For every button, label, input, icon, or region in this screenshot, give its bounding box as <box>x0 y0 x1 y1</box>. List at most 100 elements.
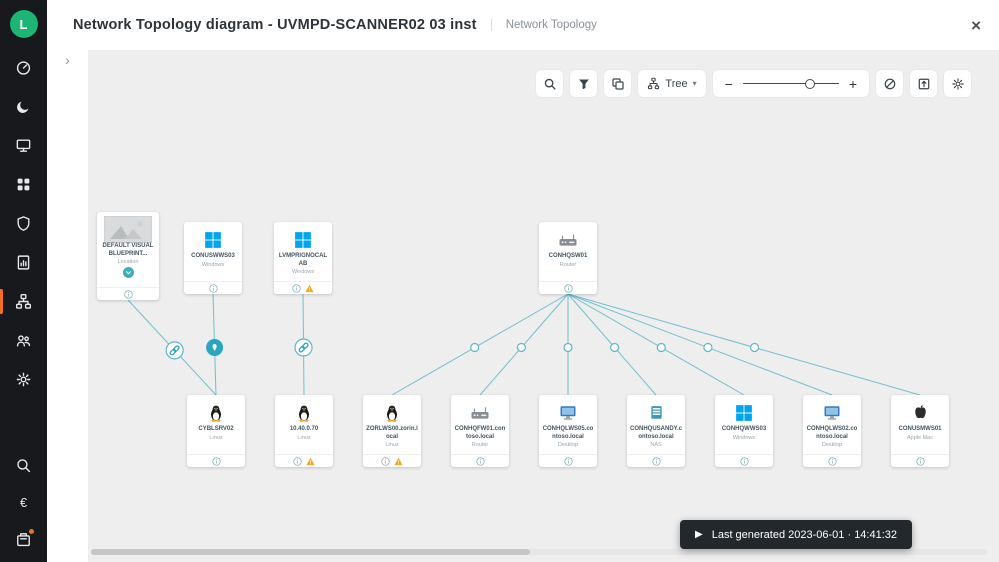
node-name: ZORLWS00.zorin.local <box>366 426 418 440</box>
export-icon <box>918 78 929 89</box>
windows-icon <box>294 229 312 250</box>
edge-badge-dot[interactable] <box>470 342 480 353</box>
topology-canvas[interactable]: Tree ▾ − + <box>88 50 999 562</box>
sidebar-item-search[interactable] <box>0 457 47 474</box>
node-footer <box>539 281 597 294</box>
info-icon[interactable] <box>293 456 302 466</box>
warning-icon[interactable] <box>394 457 403 466</box>
expand-panel-button[interactable]: › <box>58 50 78 70</box>
settings-button[interactable] <box>944 70 971 97</box>
close-button[interactable]: × <box>971 15 981 35</box>
export-button[interactable] <box>910 70 937 97</box>
chevron-down-icon: ▾ <box>692 79 697 88</box>
edge-badge-link[interactable] <box>294 338 313 357</box>
edge-badge-dot[interactable] <box>516 342 526 353</box>
node-name: CONHQSW01 <box>548 253 588 259</box>
sidebar-item-moon[interactable] <box>0 87 47 126</box>
desktop-icon <box>823 402 841 423</box>
sidebar-item-currency-euro[interactable]: € <box>0 494 47 511</box>
info-icon[interactable] <box>739 456 749 466</box>
expand-node-icon[interactable] <box>122 267 134 278</box>
search-icon <box>15 457 32 474</box>
sidebar-item-shield[interactable] <box>0 204 47 243</box>
edge-conhqsw01-zorlws00 <box>391 293 569 396</box>
info-icon[interactable] <box>381 456 390 466</box>
sidebar-item-display[interactable] <box>0 126 47 165</box>
info-icon[interactable] <box>211 456 221 466</box>
topology-node-blueprint[interactable]: DEFAULT VISUAL BLUEPRINT...Location <box>97 212 159 300</box>
layout-select-value: Tree <box>665 77 688 90</box>
edge-badge-dot[interactable] <box>656 342 666 353</box>
info-icon[interactable] <box>651 456 661 466</box>
avatar[interactable]: L <box>9 10 38 38</box>
node-name: CONHQLWS02.contoso.local <box>806 426 858 440</box>
edge-badge-dot[interactable] <box>703 342 713 353</box>
node-type: Windows <box>732 434 756 441</box>
sidebar-item-groups[interactable] <box>0 321 47 360</box>
node-footer <box>539 454 597 467</box>
expand-node-badge[interactable] <box>122 267 134 278</box>
info-icon[interactable] <box>475 456 485 466</box>
horizontal-scrollbar-thumb[interactable] <box>91 549 531 555</box>
overlap-button[interactable] <box>604 70 632 97</box>
layout-select[interactable]: Tree ▾ <box>638 70 706 97</box>
search-button[interactable] <box>536 70 564 97</box>
edge-conhqsw01-conusmws01 <box>567 293 921 396</box>
sidebar-item-apps[interactable] <box>0 165 47 204</box>
notification-dot <box>28 528 35 535</box>
info-icon[interactable] <box>123 289 133 299</box>
router-icon <box>470 402 490 423</box>
desktop-icon <box>559 402 577 423</box>
warning-icon[interactable] <box>305 284 314 293</box>
canvas-toolbar: Tree ▾ − + <box>536 70 971 97</box>
info-icon[interactable] <box>827 456 837 466</box>
info-icon[interactable] <box>915 456 925 466</box>
settings-icon <box>15 371 32 388</box>
filter-button[interactable] <box>570 70 598 97</box>
groups-icon <box>15 332 32 349</box>
zoom-out-button[interactable]: − <box>724 75 733 92</box>
currency-euro-icon: € <box>15 494 32 511</box>
info-icon[interactable] <box>208 283 218 293</box>
sidebar-item-topology[interactable] <box>0 282 47 321</box>
info-icon[interactable] <box>563 283 573 293</box>
info-icon[interactable] <box>563 456 573 466</box>
svg-text:€: € <box>20 495 27 510</box>
sidebar-item-report[interactable] <box>0 243 47 282</box>
warning-icon[interactable] <box>306 457 315 466</box>
horizontal-scrollbar[interactable] <box>91 549 987 555</box>
sidebar-item-dashboard[interactable] <box>0 48 47 87</box>
moon-icon <box>15 98 32 115</box>
edge-badge-dot[interactable] <box>563 342 573 353</box>
node-footer <box>803 454 861 467</box>
edge-badge-dot[interactable] <box>610 342 620 353</box>
play-button[interactable]: ▶ <box>695 528 703 540</box>
sidebar-item-library[interactable] <box>0 528 47 548</box>
hide-elements-button[interactable] <box>876 70 903 97</box>
sidebar-bottom: € <box>0 457 47 562</box>
breadcrumb: Network Topology <box>490 19 597 31</box>
info-icon[interactable] <box>292 283 301 293</box>
sidebar-item-settings[interactable] <box>0 360 47 399</box>
zoom-in-button[interactable]: + <box>848 75 857 92</box>
zoom-slider-knob[interactable] <box>805 78 815 89</box>
topology-icon <box>15 293 32 310</box>
edge-badge-dot[interactable] <box>749 342 760 353</box>
dashboard-icon <box>15 59 32 76</box>
edge-badge-link[interactable] <box>165 341 184 360</box>
page-title: Network Topology diagram - UVMPD-SCANNER… <box>73 17 477 33</box>
zoom-slider[interactable] <box>742 77 839 91</box>
edge-badge-location[interactable] <box>206 339 224 357</box>
